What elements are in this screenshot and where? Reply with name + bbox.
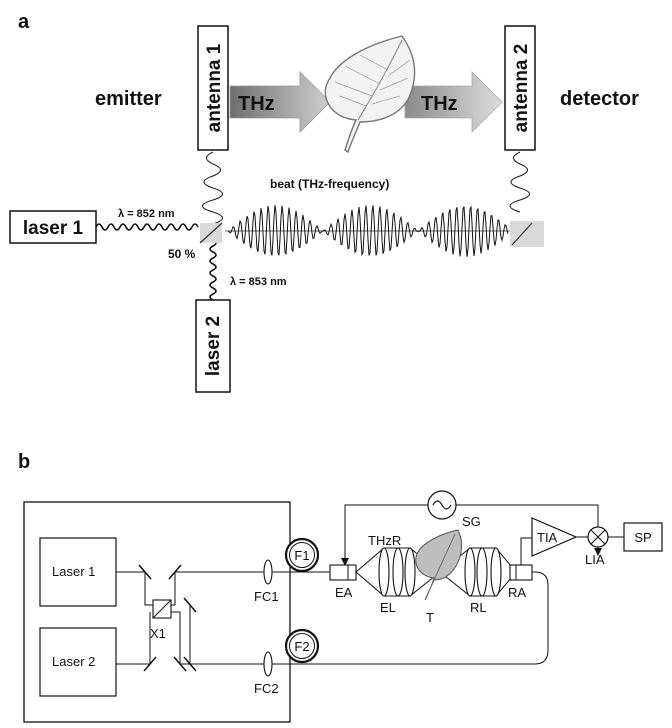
antenna-1-box: antenna 1	[197, 25, 229, 151]
panel-a-letter: a	[18, 11, 30, 33]
thz-label-right: THz	[421, 93, 458, 115]
tia-label: TIA	[537, 530, 558, 545]
emitter-antenna: EA	[329, 564, 357, 600]
lia-label: LIA	[585, 552, 605, 567]
sg-arrow-lia	[594, 548, 602, 556]
fc1-label: FC1	[254, 589, 279, 604]
antenna-2-box: antenna 2	[504, 25, 536, 151]
laser-enclosure	[23, 501, 291, 723]
antenna-1-label: antenna 1	[204, 43, 225, 132]
thz-wave-emitter	[201, 151, 224, 225]
mirror-icons	[138, 564, 197, 672]
rl-label: RL	[470, 600, 487, 615]
emitter-lenses	[378, 547, 416, 597]
tia-amplifier: TIA	[520, 517, 588, 565]
t-label: T	[426, 610, 434, 625]
lambda-2-label: λ = 853 nm	[230, 276, 287, 288]
laser-1-label: laser 1	[23, 218, 84, 239]
sg-label: SG	[462, 514, 481, 529]
emitter-label: emitter	[95, 88, 162, 110]
fiber-coupler-1	[263, 559, 273, 585]
laser-1-box: laser 1	[9, 210, 97, 244]
laser-1-wave	[95, 223, 199, 231]
lock-in-amplifier: LIA	[585, 526, 624, 567]
sp-label: SP	[634, 530, 651, 545]
beam-splitter-icon	[199, 222, 223, 244]
laser-2-unit-label: Laser 2	[52, 654, 95, 669]
receiver-antenna: RA	[508, 564, 533, 600]
lambda-1-label: λ = 852 nm	[118, 208, 175, 220]
laser-2-label: laser 2	[203, 316, 224, 376]
antenna-2-label: antenna 2	[511, 44, 532, 133]
f2-label: F2	[294, 639, 309, 654]
beat-wave	[227, 205, 509, 257]
beam-combiner-x1: X1	[150, 599, 172, 641]
laser-2-unit: Laser 2	[39, 627, 117, 697]
split-ratio-label: 50 %	[168, 247, 196, 261]
laser-1-unit-label: Laser 1	[52, 564, 95, 579]
receiver-lenses	[464, 547, 502, 597]
target-leaf-icon: T	[415, 529, 463, 625]
signal-processing-box: SP	[623, 522, 663, 552]
thz-wave-detector	[509, 151, 531, 213]
laser-2-box: laser 2	[195, 299, 231, 393]
leaf-sample-icon	[324, 35, 416, 154]
beam-paths	[116, 571, 265, 665]
detector-mirror-icon	[510, 221, 544, 247]
x1-label: X1	[150, 626, 166, 641]
thz-arrow-right: THz	[404, 71, 503, 133]
fiber-f1: F1	[272, 537, 330, 573]
signal-generator: SG	[427, 490, 481, 529]
sg-arrow-ea	[341, 558, 349, 566]
fiber-f2: F2	[272, 571, 549, 665]
f1-label: F1	[294, 548, 309, 563]
beat-label: beat (THz-frequency)	[270, 177, 389, 191]
thz-label-left: THz	[238, 93, 275, 115]
ea-label: EA	[335, 585, 353, 600]
el-label: EL	[380, 600, 396, 615]
laser-1-unit: Laser 1	[39, 537, 117, 607]
fiber-coupler-2	[263, 651, 273, 677]
thz-arrow-left: THz	[229, 71, 331, 133]
thzr-label: THzR	[368, 533, 401, 548]
laser-2-wave	[209, 233, 217, 301]
ra-label: RA	[508, 585, 526, 600]
fc2-label: FC2	[254, 681, 279, 696]
panel-b-letter: b	[18, 451, 30, 473]
detector-label: detector	[560, 88, 639, 110]
